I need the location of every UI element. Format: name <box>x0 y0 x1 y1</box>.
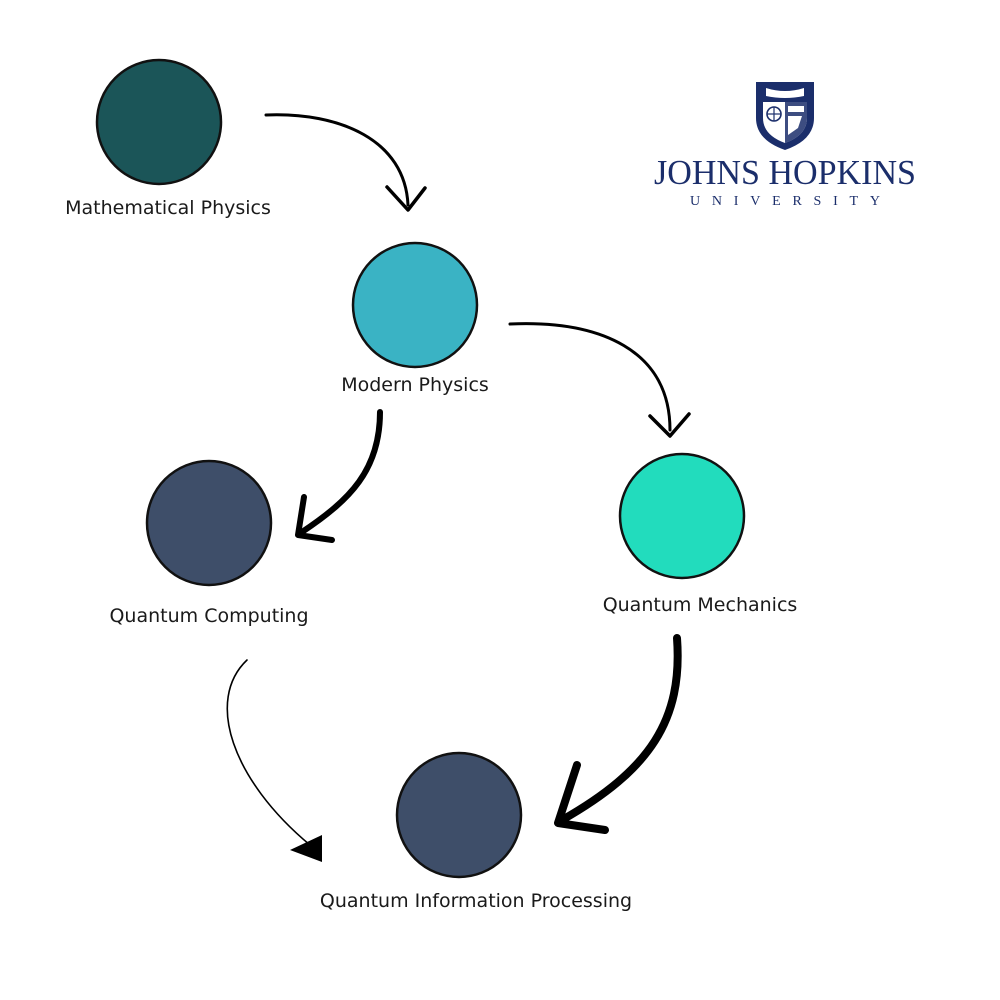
university-logo: JOHNS HOPKINS UNIVERSITY <box>654 82 916 209</box>
node-mathematical-physics: Mathematical Physics <box>65 58 271 219</box>
node-modern-physics: Modern Physics <box>341 241 489 396</box>
node-label: Quantum Information Processing <box>320 890 632 912</box>
arrowhead-icon <box>295 494 335 543</box>
arrowhead-icon <box>648 412 691 438</box>
edge-computing-to-qip <box>226 659 322 862</box>
node-circle <box>618 452 746 580</box>
node-circle <box>395 751 523 879</box>
node-quantum-information-processing: Quantum Information Processing <box>320 751 632 912</box>
arrowhead-icon <box>385 185 427 212</box>
logo-subtitle: UNIVERSITY <box>690 194 880 209</box>
node-label: Modern Physics <box>341 374 489 396</box>
node-label: Mathematical Physics <box>65 197 271 219</box>
edge-modern-to-computing <box>295 409 383 543</box>
node-quantum-mechanics: Quantum Mechanics <box>603 452 798 616</box>
node-label: Quantum Computing <box>109 605 308 627</box>
arrowhead-icon <box>554 761 609 834</box>
edge-math-to-modern <box>264 113 427 212</box>
edge-modern-to-mechanics <box>508 322 691 438</box>
node-circle <box>95 58 223 186</box>
node-label: Quantum Mechanics <box>603 594 798 616</box>
arrowhead-icon <box>290 835 322 862</box>
logo-wordmark: JOHNS HOPKINS <box>654 153 916 192</box>
shield-crest-icon <box>756 82 814 150</box>
node-quantum-computing: Quantum Computing <box>109 459 309 627</box>
node-circle <box>351 241 479 369</box>
node-circle <box>145 459 273 587</box>
edge-mechanics-to-qip <box>554 634 682 834</box>
